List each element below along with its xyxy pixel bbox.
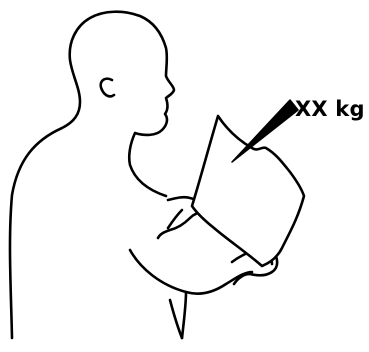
person-outline [10,12,174,338]
torso-side [182,292,186,338]
ear [101,79,114,97]
torso-front [170,300,182,338]
lower-arm [130,250,252,294]
weight-callout-label: XX kg [295,97,365,121]
bag [192,116,304,266]
